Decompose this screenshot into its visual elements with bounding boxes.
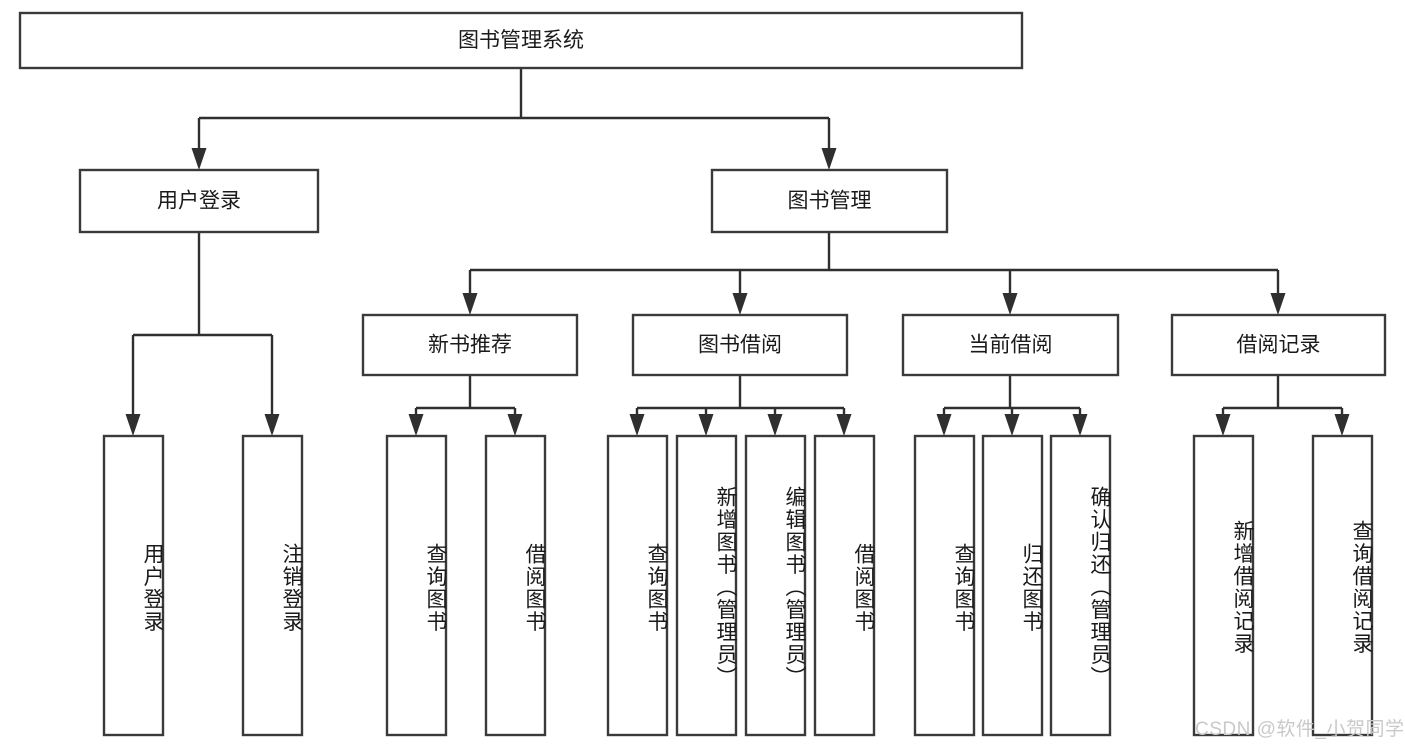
arrow-head [936,414,952,436]
arrow-head [1270,293,1286,315]
node-box-leaf-add-book-admin[interactable] [675,434,738,737]
node-user-login[interactable]: 用户登录 [78,168,320,234]
node-box-leaf-add-borrow-record[interactable] [1192,434,1255,737]
node-book-manage[interactable]: 图书管理 [710,168,949,234]
node-box-leaf-borrow-book[interactable] [813,434,876,737]
arrow-head [767,414,783,436]
arrow-head [698,414,714,436]
node-box-leaf-logout-login[interactable] [241,434,304,737]
node-box-leaf-query-borrow-record[interactable] [1311,434,1374,737]
node-box-leaf-return-book[interactable] [981,434,1044,737]
arrow-head [821,148,837,170]
node-label-book-manage: 图书管理 [788,190,872,213]
node-box-leaf-query-book-rec[interactable] [385,434,448,737]
node-box-book-manage[interactable] [710,168,949,234]
node-label-book-borrow: 图书借阅 [698,334,782,357]
node-root[interactable]: 图书管理系统 [18,11,1024,70]
conn-user-login [125,232,280,436]
arrow-head [629,414,645,436]
arrow-head [507,414,523,436]
node-box-root[interactable] [18,11,1024,70]
arrow-head [408,414,424,436]
arrow-head [836,414,852,436]
arrow-head [264,414,280,436]
node-box-leaf-query-book-borrow[interactable] [606,434,669,737]
node-current-borrow[interactable]: 当前借阅 [901,313,1120,377]
node-box-leaf-query-book-cur[interactable] [913,434,976,737]
arrow-head [1334,414,1350,436]
node-box-leaf-confirm-return-admin[interactable] [1049,434,1112,737]
conn-book-manage [462,232,1286,315]
node-box-leaf-borrow-book-rec[interactable] [484,434,547,737]
conn-current-borrow [936,375,1088,436]
conn-new-book-recommend [408,375,523,436]
node-box-user-login[interactable] [78,168,320,234]
node-box-leaf-user-login[interactable] [102,434,165,737]
node-label-new-book-recommend: 新书推荐 [428,334,512,357]
arrow-head [191,148,207,170]
arrow-head [1004,414,1020,436]
node-label-root: 图书管理系统 [458,29,584,52]
node-box-book-borrow[interactable] [631,313,849,377]
node-box-current-borrow[interactable] [901,313,1120,377]
arrow-head [1215,414,1231,436]
node-borrow-record[interactable]: 借阅记录 [1170,313,1387,377]
conn-borrow-record [1215,375,1350,436]
watermark: CSDN @软件_小贺同学 [1195,719,1405,740]
arrow-head [462,293,478,315]
conn-book-borrow [629,375,852,436]
node-label-current-borrow: 当前借阅 [969,334,1053,357]
node-new-book-recommend[interactable]: 新书推荐 [361,313,579,377]
node-box-leaf-edit-book-admin[interactable] [744,434,807,737]
arrow-head [1072,414,1088,436]
node-label-user-login: 用户登录 [157,190,241,213]
node-book-borrow[interactable]: 图书借阅 [631,313,849,377]
arrow-head [125,414,141,436]
conn-root [191,68,837,170]
arrow-head [1002,293,1018,315]
node-label-borrow-record: 借阅记录 [1237,334,1321,357]
arrow-head [732,293,748,315]
node-box-new-book-recommend[interactable] [361,313,579,377]
node-box-borrow-record[interactable] [1170,313,1387,377]
